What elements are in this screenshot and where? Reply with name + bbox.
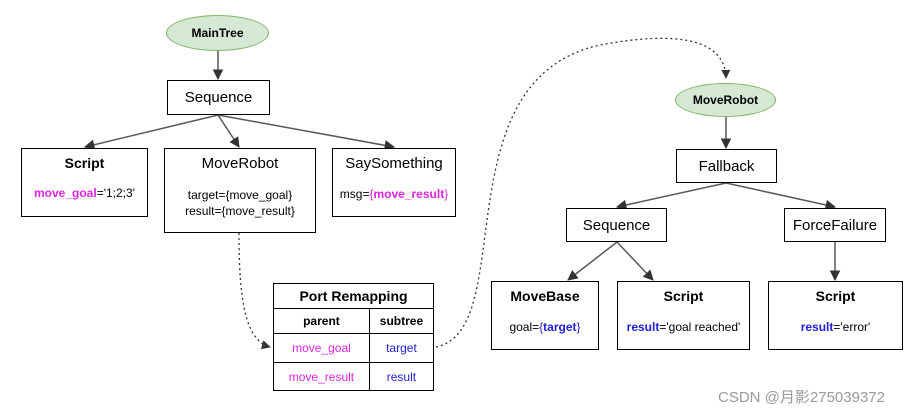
watermark: CSDN @月影275039372 bbox=[718, 389, 885, 406]
header-parent: parent bbox=[273, 308, 370, 334]
edge-fallback-sequence bbox=[615, 182, 727, 211]
movebase-goal-prefix: goal= bbox=[509, 320, 540, 334]
fallback-label: Fallback bbox=[698, 157, 755, 175]
script-goal-key: result bbox=[626, 320, 660, 334]
edge-sequence-moverobot bbox=[217, 114, 240, 148]
moverobot-node-left[interactable]: MoveRobot target={move_goal} result={mov… bbox=[164, 148, 316, 233]
saysomething-open-brace: { bbox=[369, 187, 374, 201]
movebase-goal-key: target bbox=[543, 320, 577, 334]
moverobot-root-label: MoveRobot bbox=[692, 93, 759, 107]
script-goal-value: ='goal reached' bbox=[659, 320, 741, 334]
row-parent-cell: move_result bbox=[273, 362, 370, 391]
maintree-node[interactable]: MainTree bbox=[166, 15, 269, 51]
row-parent-cell: move_goal bbox=[273, 333, 370, 363]
saysomething-msg-prefix: msg= bbox=[339, 187, 370, 201]
table-row: move_goal target bbox=[273, 333, 435, 363]
script-error-title: Script bbox=[815, 288, 856, 304]
script-error-node[interactable]: Script result='error' bbox=[768, 281, 903, 350]
saysomething-close-brace: } bbox=[444, 187, 449, 201]
edge-sequence-movebase bbox=[567, 241, 618, 281]
maintree-label: MainTree bbox=[191, 26, 244, 40]
script-key-left: move_goal bbox=[34, 186, 97, 200]
row-subtree-cell: target bbox=[368, 333, 435, 363]
moverobot-result-line: result={move_result} bbox=[185, 204, 295, 218]
header-subtree: subtree bbox=[368, 308, 435, 334]
edge-sequence-script bbox=[83, 114, 219, 150]
fallback-node[interactable]: Fallback bbox=[676, 149, 777, 183]
forcefailure-node[interactable]: ForceFailure bbox=[784, 208, 886, 242]
dotted-link-moverobot-remap bbox=[238, 232, 271, 350]
script-error-key: result bbox=[800, 320, 834, 334]
sequence-node-left[interactable]: Sequence bbox=[167, 80, 270, 115]
edge-sequence-script-goal bbox=[616, 241, 654, 281]
port-remapping-title: Port Remapping bbox=[273, 283, 434, 309]
edge-fallback-forcefailure bbox=[725, 182, 837, 211]
movebase-close-brace: } bbox=[576, 320, 581, 334]
forcefailure-label: ForceFailure bbox=[792, 216, 878, 234]
table-row: move_result result bbox=[273, 362, 435, 391]
script-assignment-left: move_goal='1;2;3' bbox=[22, 185, 147, 201]
saysomething-msg-key: move_result bbox=[373, 187, 445, 201]
movebase-open-brace: { bbox=[539, 320, 544, 334]
script-value-left: ='1;2;3' bbox=[96, 186, 135, 200]
movebase-title: MoveBase bbox=[510, 288, 580, 304]
moverobot-target-line: target={move_goal} bbox=[187, 188, 293, 202]
edge-sequence-saysomething bbox=[217, 114, 396, 151]
moverobot-title-left: MoveRobot bbox=[201, 155, 279, 172]
movebase-goal-line: goal={target} bbox=[492, 319, 598, 335]
script-goal-title: Script bbox=[663, 288, 704, 304]
sequence-node-right[interactable]: Sequence bbox=[566, 208, 667, 242]
sequence-label-left: Sequence bbox=[184, 89, 253, 106]
saysomething-title: SaySomething bbox=[345, 155, 443, 172]
movebase-node[interactable]: MoveBase goal={target} bbox=[491, 281, 599, 350]
dotted-link-remap-subtree bbox=[435, 37, 731, 348]
moverobot-subtree-root[interactable]: MoveRobot bbox=[675, 83, 776, 117]
row-subtree-cell: result bbox=[368, 362, 435, 391]
script-error-assignment: result='error' bbox=[769, 319, 902, 335]
script-node-left[interactable]: Script move_goal='1;2;3' bbox=[21, 148, 148, 217]
script-title-left: Script bbox=[64, 155, 105, 171]
saysomething-node[interactable]: SaySomething msg={move_result} bbox=[332, 148, 456, 217]
saysomething-msg-line: msg={move_result} bbox=[333, 186, 455, 202]
sequence-label-right: Sequence bbox=[582, 216, 651, 234]
script-error-value: ='error' bbox=[833, 320, 871, 334]
script-goal-assignment: result='goal reached' bbox=[618, 319, 749, 335]
port-remapping-table: Port Remapping parent subtree move_goal … bbox=[273, 283, 435, 391]
script-goal-node[interactable]: Script result='goal reached' bbox=[617, 281, 750, 350]
